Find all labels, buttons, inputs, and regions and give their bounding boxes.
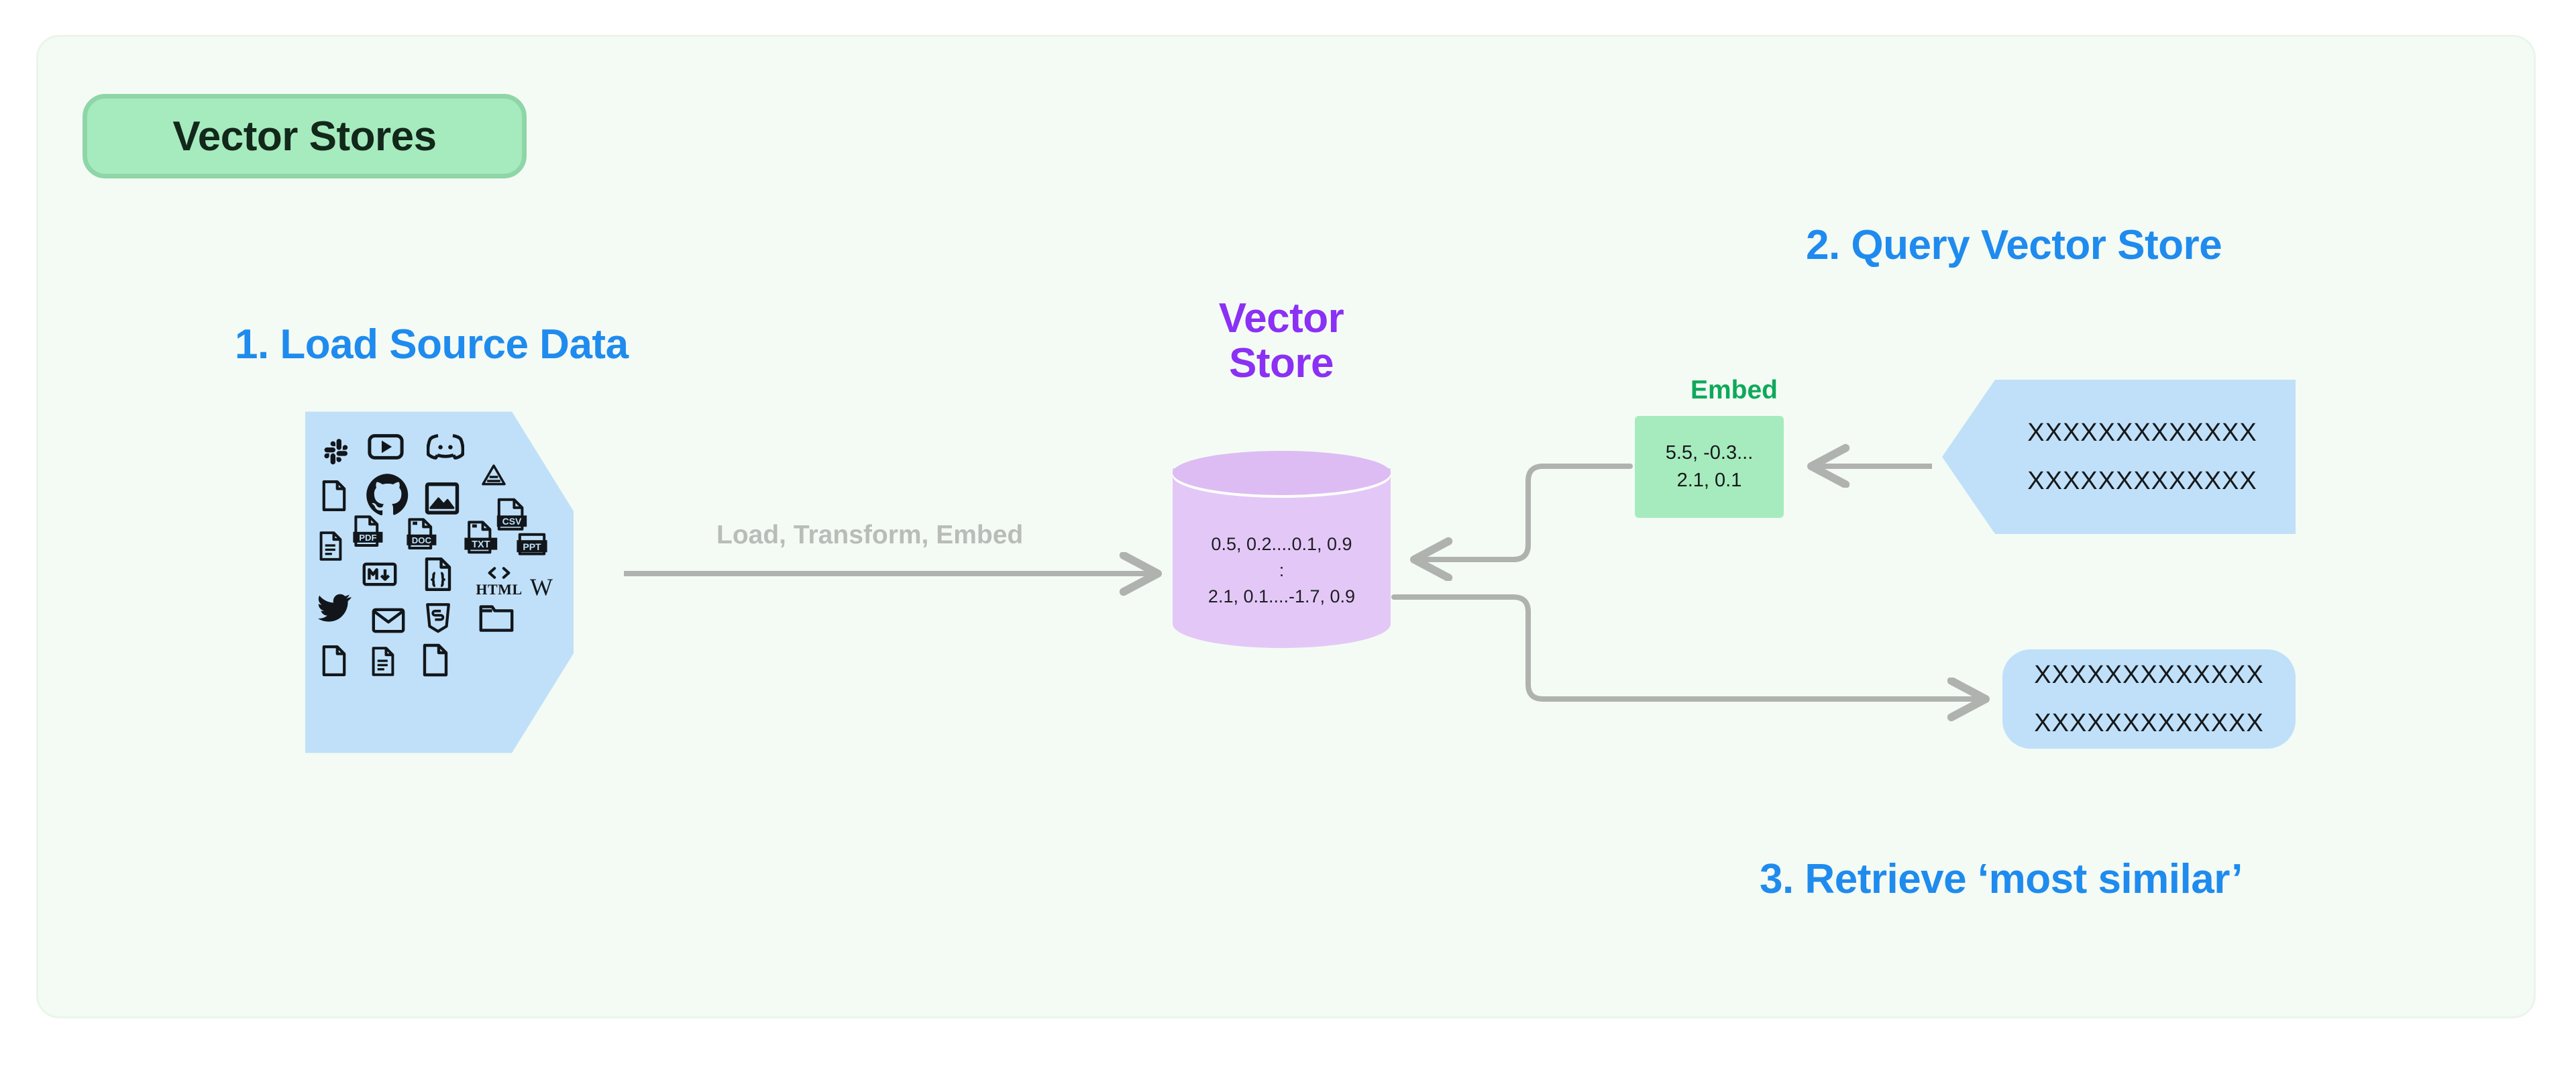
wikipedia-icon-label: W — [530, 574, 553, 600]
svg-text:TXT: TXT — [472, 539, 490, 550]
query-row-1: XXXXXXXXXXXXX — [2027, 418, 2257, 447]
document-blank-icon-2 — [320, 643, 348, 678]
cylinder-vector-rows: 0.5, 0.2....0.1, 0.9 : 2.1, 0.1....-1.7,… — [1173, 531, 1391, 610]
pdf-file-icon: PDF — [351, 515, 386, 548]
ppt-file-icon: PPT — [515, 529, 549, 563]
svg-text:DOC: DOC — [412, 535, 432, 545]
email-icon — [371, 607, 406, 634]
twitter-icon — [316, 592, 352, 623]
query-row-2: XXXXXXXXXXXXX — [2027, 467, 2257, 495]
step-3-heading: 3. Retrieve ‘most similar’ — [1760, 856, 2243, 902]
embed-vector-rows: 5.5, -0.3... 2.1, 0.1 — [1666, 439, 1754, 494]
svg-text:PPT: PPT — [523, 541, 541, 552]
document-lines-icon — [317, 529, 344, 563]
vector-stores-badge: Vector Stores — [83, 94, 527, 178]
discord-icon — [426, 431, 465, 462]
pipeline-arrow-label: Load, Transform, Embed — [716, 521, 1024, 549]
youtube-icon — [367, 431, 405, 462]
folder-icon — [478, 603, 515, 634]
css3-icon — [425, 602, 451, 635]
doc-file-icon: DOC — [405, 517, 439, 551]
embed-vector-box: 5.5, -0.3... 2.1, 0.1 — [1635, 416, 1784, 518]
document-blank-icon-3 — [421, 642, 450, 678]
retrieve-row-1: XXXXXXXXXXXXX — [2034, 660, 2264, 689]
html-icon-label: HTML — [476, 581, 523, 598]
slack-icon — [322, 437, 353, 468]
source-data-shape: CSV PDF DOC — [305, 411, 574, 753]
json-file-icon — [423, 556, 453, 592]
embed-label: Embed — [1690, 376, 1778, 405]
wikipedia-icon: W — [527, 574, 556, 600]
cylinder-top-ellipse — [1173, 451, 1391, 495]
cylinder-row-2: : — [1279, 560, 1285, 581]
retrieve-result-box: XXXXXXXXXXXXX XXXXXXXXXXXXX — [2002, 649, 2296, 749]
svg-text:CSV: CSV — [502, 516, 522, 527]
vector-store-title-line-1: Vector — [1218, 295, 1344, 341]
image-icon — [423, 480, 461, 517]
step-2-heading: 2. Query Vector Store — [1806, 222, 2222, 268]
markdown-icon — [362, 561, 398, 587]
document-blank-icon — [320, 478, 348, 513]
retrieve-text: XXXXXXXXXXXXX XXXXXXXXXXXXX — [2034, 651, 2264, 747]
google-drive-icon — [480, 462, 508, 490]
cylinder-row-1: 0.5, 0.2....0.1, 0.9 — [1211, 534, 1352, 554]
vector-store-cylinder: 0.5, 0.2....0.1, 0.9 : 2.1, 0.1....-1.7,… — [1173, 451, 1391, 665]
vector-store-title: Vector Store — [1161, 295, 1402, 386]
embed-row-1: 5.5, -0.3... — [1665, 442, 1754, 464]
query-input-shape: XXXXXXXXXXXXX XXXXXXXXXXXXX — [1942, 380, 2296, 534]
svg-text:PDF: PDF — [359, 533, 376, 543]
vector-stores-badge-label: Vector Stores — [172, 113, 437, 160]
cylinder-body — [1173, 468, 1391, 648]
github-icon — [364, 472, 411, 519]
html-icon: HTML — [476, 564, 523, 599]
document-lines-icon-2 — [370, 645, 396, 678]
embed-row-2: 2.1, 0.1 — [1676, 470, 1742, 491]
vector-store-title-line-2: Store — [1229, 339, 1334, 386]
query-text: XXXXXXXXXXXXX XXXXXXXXXXXXX — [1980, 409, 2257, 505]
csv-file-icon: CSV — [495, 497, 529, 532]
txt-file-icon: TXT — [462, 520, 500, 556]
retrieve-row-2: XXXXXXXXXXXXX — [2034, 709, 2264, 737]
cylinder-row-3: 2.1, 0.1....-1.7, 0.9 — [1208, 586, 1356, 607]
step-1-heading: 1. Load Source Data — [235, 321, 629, 368]
